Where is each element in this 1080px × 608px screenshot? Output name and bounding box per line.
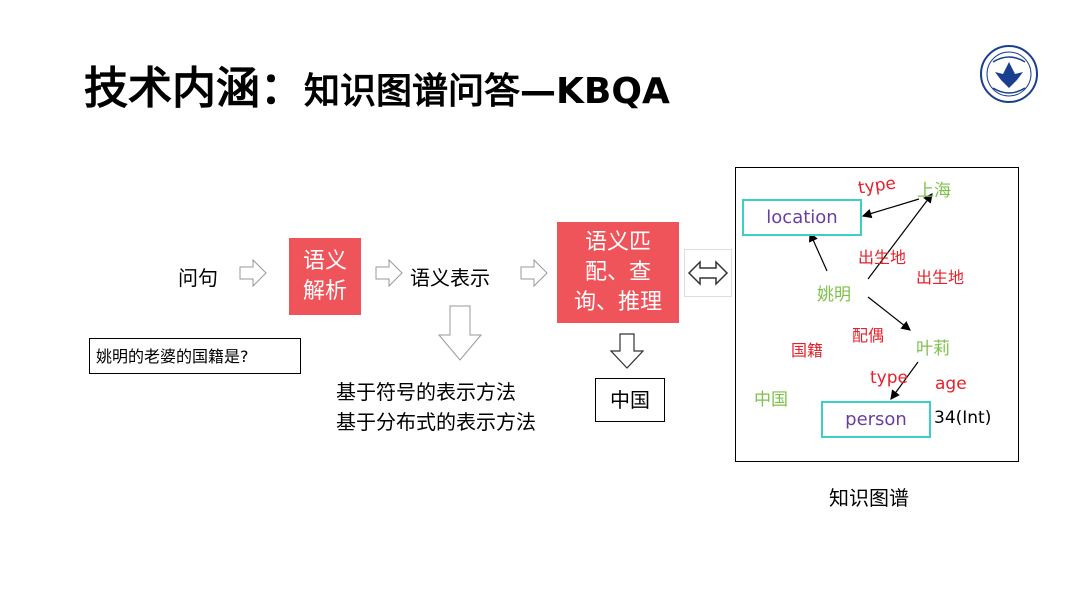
relation-birthplace-1: 出生地: [858, 248, 907, 267]
arrow-down-icon: [610, 333, 644, 369]
node-person: person: [821, 401, 931, 438]
edge-yaoming-location: [809, 231, 828, 272]
edge-type-bottom: [890, 361, 919, 400]
entity-yeli: 叶莉: [916, 339, 950, 359]
arrow-down-icon: [438, 305, 482, 361]
arrow-right-icon: [375, 258, 403, 288]
match-line-2: 配、查: [584, 259, 651, 285]
entity-china: 中国: [754, 390, 788, 410]
method-distributed: 基于分布式的表示方法: [336, 410, 536, 434]
edge-type-top: [861, 198, 920, 219]
title-sub: 知识图谱问答—KBQA: [304, 71, 670, 112]
relation-nationality: 国籍: [791, 341, 824, 360]
knowledge-graph-edges: [809, 193, 933, 400]
knowledge-graph-caption: 知识图谱: [829, 486, 909, 510]
relation-spouse: 配偶: [852, 326, 885, 345]
edge-birthplace: [867, 193, 933, 280]
entity-age-value: 34(Int): [934, 408, 992, 428]
example-question-box: 姚明的老婆的国籍是?: [89, 338, 301, 374]
match-line-3: 询、推理: [573, 289, 662, 315]
representation-methods: 基于符号的表示方法 基于分布式的表示方法: [336, 377, 536, 437]
entity-yaoming: 姚明: [817, 285, 851, 305]
relation-type-bottom: type: [870, 368, 908, 388]
parse-line-2: 解析: [302, 278, 347, 304]
semantic-representation-label: 语义表示: [410, 266, 490, 290]
semantic-matching-box: 语义匹 配、查 询、推理: [557, 222, 679, 323]
answer-box: 中国: [595, 378, 665, 422]
match-line-1: 语义匹: [584, 229, 651, 255]
relation-age: age: [935, 374, 967, 394]
title-main: 技术内涵：: [84, 63, 304, 114]
semantic-parsing-box: 语义 解析: [289, 238, 361, 315]
slide-title: 技术内涵：知识图谱问答—KBQA: [84, 52, 670, 114]
zhejiang-university-logo-icon: [979, 44, 1039, 104]
method-symbolic: 基于符号的表示方法: [336, 380, 516, 404]
knowledge-graph-frame: [735, 167, 1019, 462]
question-label: 问句: [178, 266, 218, 290]
edge-spouse: [867, 296, 911, 331]
bidirectional-arrow-icon: [684, 249, 732, 297]
node-location: location: [742, 199, 862, 236]
parse-line-1: 语义: [302, 248, 347, 274]
entity-shanghai: 上海: [917, 181, 951, 201]
arrow-right-icon: [520, 258, 548, 288]
arrow-right-icon: [239, 258, 267, 288]
relation-birthplace-2: 出生地: [916, 268, 965, 287]
